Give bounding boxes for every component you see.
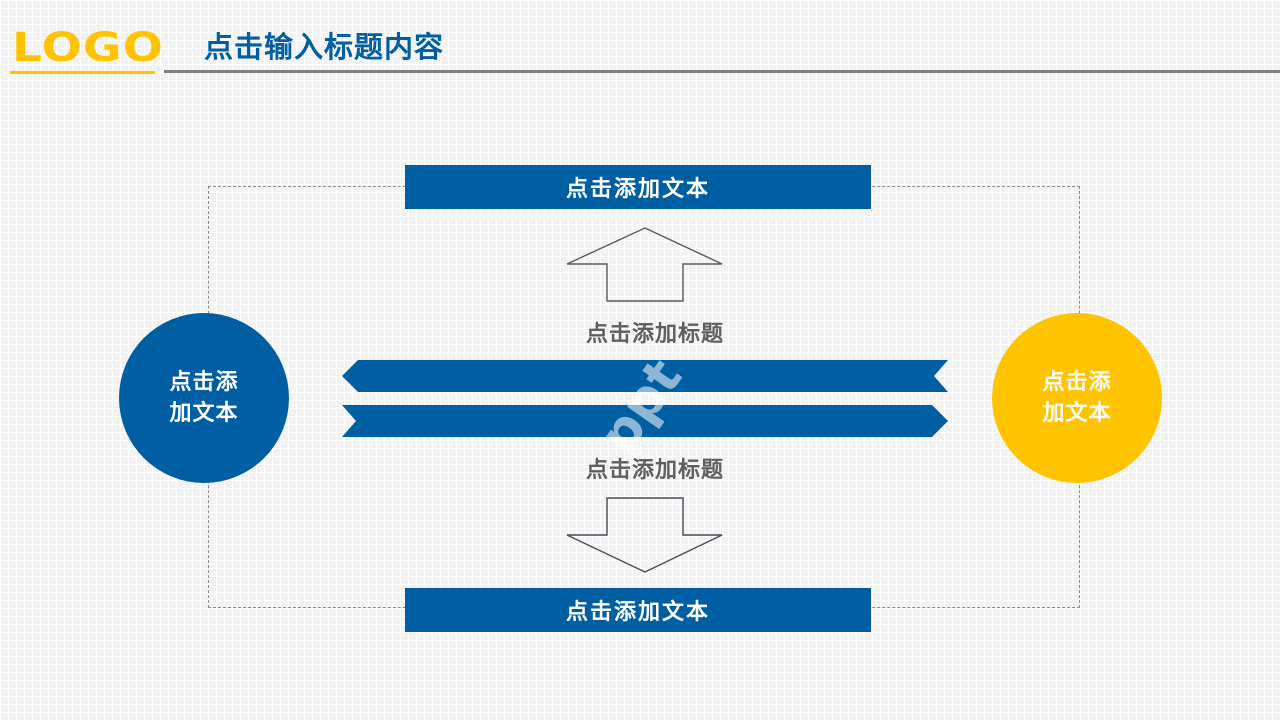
- up-arrow-outline-icon: [566, 227, 723, 302]
- down-arrow-outline-icon: [566, 497, 723, 573]
- lower-heading[interactable]: 点击添加标题: [585, 458, 724, 483]
- left-ribbon-arrow-icon: [342, 360, 948, 392]
- right-ribbon-arrow-icon: [342, 405, 948, 437]
- right-circle[interactable]: 点击添 加文本: [992, 313, 1162, 483]
- upper-heading[interactable]: 点击添加标题: [585, 322, 724, 347]
- top-text-box-label: 点击添加文本: [565, 177, 710, 202]
- page-title[interactable]: 点击输入标题内容: [204, 30, 445, 64]
- right-circle-line1: 点击添: [1042, 370, 1112, 395]
- right-circle-line2: 加文本: [1042, 401, 1112, 426]
- logo: LOGO: [12, 25, 165, 71]
- bottom-text-box-label: 点击添加文本: [565, 600, 710, 625]
- title-divider: [164, 70, 1280, 73]
- left-circle-line2: 加文本: [169, 401, 239, 426]
- left-circle-line1: 点击添: [169, 370, 239, 395]
- bottom-text-box[interactable]: 点击添加文本: [405, 588, 871, 632]
- left-circle[interactable]: 点击添 加文本: [119, 313, 289, 483]
- top-text-box[interactable]: 点击添加文本: [405, 165, 871, 209]
- logo-underline: [10, 71, 155, 74]
